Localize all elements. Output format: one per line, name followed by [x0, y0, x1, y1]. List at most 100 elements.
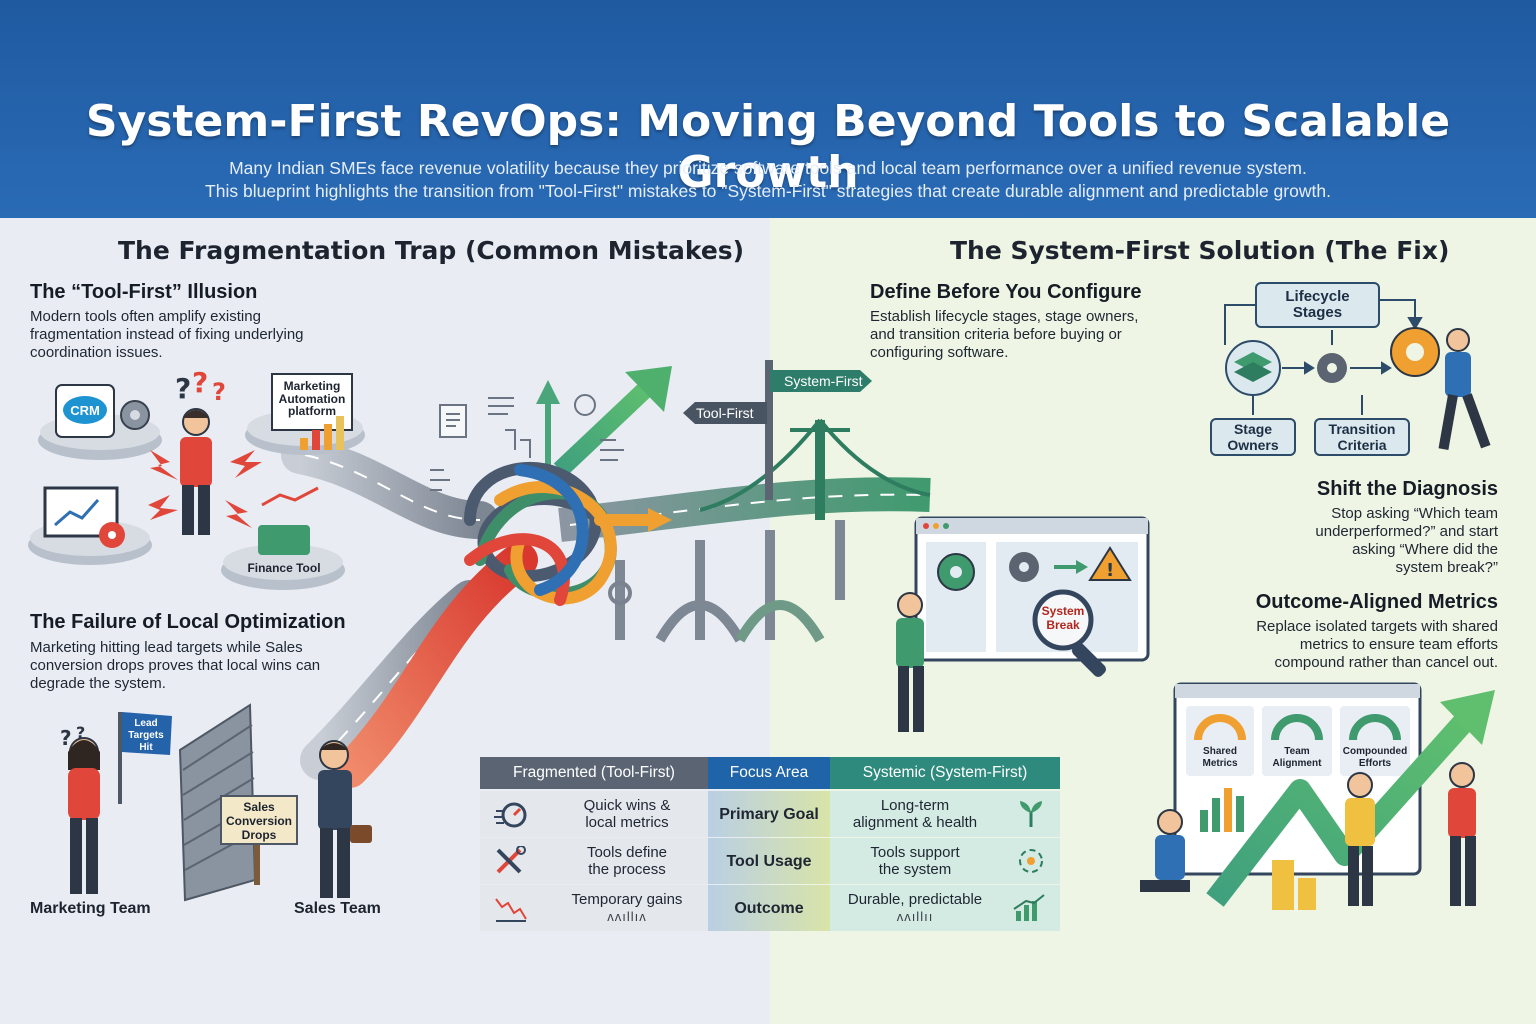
local-opt-line-1: Marketing hitting lead targets while Sal…: [30, 639, 303, 656]
diagnosis-line-4: system break?”: [1395, 559, 1498, 576]
growth-chart-icon: [1012, 893, 1046, 927]
finance-island: [221, 486, 345, 590]
layers-icon: [1225, 340, 1281, 396]
header-fragmented: Fragmented (Tool-First): [480, 757, 708, 789]
diagnosis-heading: Shift the Diagnosis: [1316, 478, 1498, 500]
lifecycle-stages-box: Lifecycle Stages: [1255, 282, 1380, 328]
row-1-left-line-1: Quick wins &: [583, 797, 671, 814]
road-gray-upper: [281, 436, 499, 539]
local-opt-line-3: degrade the system.: [30, 675, 166, 692]
sales-team-person: [318, 740, 372, 898]
growth-arrow-lower: [1206, 690, 1495, 907]
gauge-compounded-efforts: Compounded Efforts: [1340, 746, 1410, 770]
plant-icon: [1016, 799, 1046, 833]
marketing-platform-label-3: platform: [288, 404, 336, 418]
tool-first-line-2: fragmentation instead of fixing underlyi…: [30, 326, 304, 343]
metrics-heading: Outcome-Aligned Metrics: [1255, 591, 1498, 613]
road-red: [332, 542, 538, 788]
stopwatch-icon: [494, 799, 528, 833]
marketing-island: [245, 373, 365, 455]
row-1-right-line-1: Long-term: [880, 797, 950, 814]
worker-pushing-gear: [1438, 328, 1491, 451]
growth-arrow-upper: [536, 366, 672, 477]
gauge-3-line-1: Compounded: [1342, 746, 1408, 757]
row-2-right-line-1: Tools support: [870, 844, 960, 861]
define-line-3: configuring software.: [870, 344, 1009, 361]
transition-criteria-box: Transition Criteria: [1314, 418, 1410, 456]
row-3-left-line-2: ʌʌıllıʌ: [607, 909, 647, 924]
define-line-1: Establish lifecycle stages, stage owners…: [870, 308, 1139, 325]
page-title: System-First RevOps: Moving Beyond Tools…: [85, 96, 1451, 198]
metrics-line-3: compound rather than cancel out.: [1274, 654, 1498, 671]
row-2-right-line-2: the system: [878, 861, 952, 878]
gear-icon-small: [1317, 353, 1347, 383]
sign-line-2: Conversion: [225, 814, 292, 828]
criteria-line-2: Criteria: [1337, 437, 1387, 453]
row-2-left-line-2: the process: [588, 861, 666, 878]
gauge-2-line-1: Team: [1284, 746, 1310, 757]
gauge-1-line-1: Shared: [1203, 746, 1237, 757]
sales-conversion-sign: Sales Conversion Drops: [220, 795, 298, 845]
diagnosis-line-3: asking “Where did the: [1352, 541, 1498, 558]
system-break-line-2: Break: [1046, 618, 1080, 632]
owners-line-1: Stage: [1233, 421, 1273, 437]
marketing-platform-label-1: Marketing: [283, 379, 341, 393]
gauge-3-line-2: Efforts: [1358, 758, 1392, 769]
lifecycle-diagram: [1224, 299, 1423, 415]
marketing-platform-label-2: Automation: [278, 392, 346, 406]
tool-first-sign: Tool-First: [696, 405, 754, 421]
owners-line-2: Owners: [1227, 437, 1279, 453]
diagnosis-line-1: Stop asking “Which team: [1331, 505, 1498, 522]
finance-tool-label: Finance Tool: [247, 561, 321, 575]
table-row-1-focus: Primary Goal: [708, 791, 830, 837]
system-break-line-1: System: [1041, 604, 1085, 618]
row-1-right-line-2: alignment & health: [852, 814, 978, 831]
flag-line-3: Hit: [139, 742, 153, 753]
tool-first-line-3: coordination issues.: [30, 344, 163, 361]
doc-icons: [430, 394, 624, 491]
criteria-line-1: Transition: [1328, 421, 1396, 437]
table-row-1-left: Quick wins &local metrics: [480, 791, 708, 837]
define-heading: Define Before You Configure: [870, 281, 1142, 303]
tool-first-heading: The “Tool-First” Illusion: [30, 281, 258, 303]
row-3-left-line-1: Temporary gains: [571, 891, 683, 908]
cycle-icon: [1016, 846, 1046, 880]
left-section-title: The Fragmentation Trap (Common Mistakes): [118, 236, 745, 265]
row-1-left-line-2: local metrics: [585, 814, 669, 831]
stage-owners-box: Stage Owners: [1210, 418, 1296, 456]
gear-icon-large: [1390, 327, 1440, 377]
analytics-island: [28, 486, 152, 565]
sign-line-1: Sales: [243, 800, 275, 814]
metrics-line-1: Replace isolated targets with shared: [1256, 618, 1498, 635]
sales-team-label: Sales Team: [294, 900, 381, 917]
comparison-table: Fragmented (Tool-First) Focus Area Syste…: [480, 757, 1060, 931]
table-row-3-focus: Outcome: [708, 885, 830, 931]
crm-island: [38, 384, 162, 460]
row-2-left-line-1: Tools define: [586, 844, 668, 861]
svg-text:?: ?: [175, 372, 191, 405]
gauge-shared-metrics: Shared Metrics: [1186, 746, 1254, 770]
decline-chart-icon: [494, 893, 528, 927]
gauge-1-line-2: Metrics: [1202, 758, 1238, 769]
sign-line-3: Drops: [241, 828, 277, 842]
gauge-2-line-2: Alignment: [1272, 758, 1322, 769]
conflict-bolts: [148, 450, 262, 528]
header-systemic: Systemic (System-First): [830, 757, 1060, 789]
row-3-right-line-2: ʌʌıllıı: [896, 909, 934, 924]
metrics-line-2: metrics to ensure team efforts: [1299, 636, 1498, 653]
marketing-team-label: Marketing Team: [30, 900, 151, 917]
gauge-team-alignment: Team Alignment: [1262, 746, 1332, 770]
diagnosis-screen: !: [914, 516, 1150, 662]
tangled-knot: [464, 462, 672, 606]
team-people: [1140, 762, 1476, 910]
signpost: [683, 360, 872, 500]
lifecycle-line-2: Stages: [1292, 304, 1343, 321]
header-focus-area: Focus Area: [708, 757, 830, 789]
row-3-right-line-1: Durable, predictable: [847, 891, 983, 908]
crm-label: CRM: [70, 403, 100, 418]
local-opt-heading: The Failure of Local Optimization: [30, 611, 346, 633]
